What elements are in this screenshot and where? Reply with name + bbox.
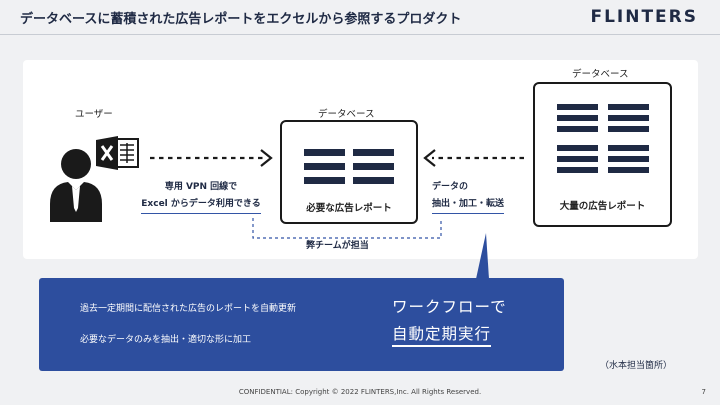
workflow-title-line2: 自動定期実行 (392, 322, 492, 347)
excel-icon (96, 136, 139, 170)
process-note-line2: 抽出・加工・転送 (432, 196, 505, 214)
table-icon (304, 149, 394, 184)
table-icon (557, 104, 649, 173)
team-note: 弊チームが担当 (306, 241, 369, 251)
user-icon (50, 149, 102, 222)
credit-note: （水本担当箇所） (599, 361, 672, 371)
process-note: データの 抽出・加工・転送 (432, 179, 505, 214)
process-note-line1: データの (432, 182, 469, 192)
arrowhead-left-icon (423, 149, 436, 167)
slide-title: データベースに蓄積された広告レポートをエクセルから参照するプロダクト (20, 12, 462, 27)
footer-copyright: CONFIDENTIAL: Copyright © 2022 FLINTERS,… (238, 388, 482, 396)
workflow-bullet-2: 必要なデータのみを抽出・適切な形に加工 (80, 335, 252, 345)
user-note-line2: Excel からデータ利用できる (141, 196, 261, 214)
center-db-box: 必要な広告レポート (280, 120, 418, 224)
right-box-text: 大量の広告レポート (559, 201, 646, 212)
user-note: 専用 VPN 回線で Excel からデータ利用できる (128, 179, 274, 214)
workflow-box (39, 278, 564, 371)
company-logo: FLINTERS (590, 7, 698, 27)
right-db-box: 大量の広告レポート (533, 82, 672, 227)
workflow-title-line1: ワークフローで (392, 298, 507, 316)
header-divider (0, 34, 720, 35)
team-bracket (252, 218, 442, 239)
user-note-line1: 専用 VPN 回線で (164, 182, 238, 192)
user-label: ユーザー (75, 109, 113, 120)
right-db-label: データベース (572, 69, 629, 80)
center-box-text: 必要な広告レポート (306, 203, 392, 214)
arrowhead-right-icon (260, 149, 273, 167)
page-number: 7 (701, 388, 706, 396)
workflow-bullet-1: 過去一定期間に配信された広告のレポートを自動更新 (80, 304, 297, 314)
center-db-label: データベース (318, 109, 375, 120)
callout-pointer (476, 233, 489, 279)
